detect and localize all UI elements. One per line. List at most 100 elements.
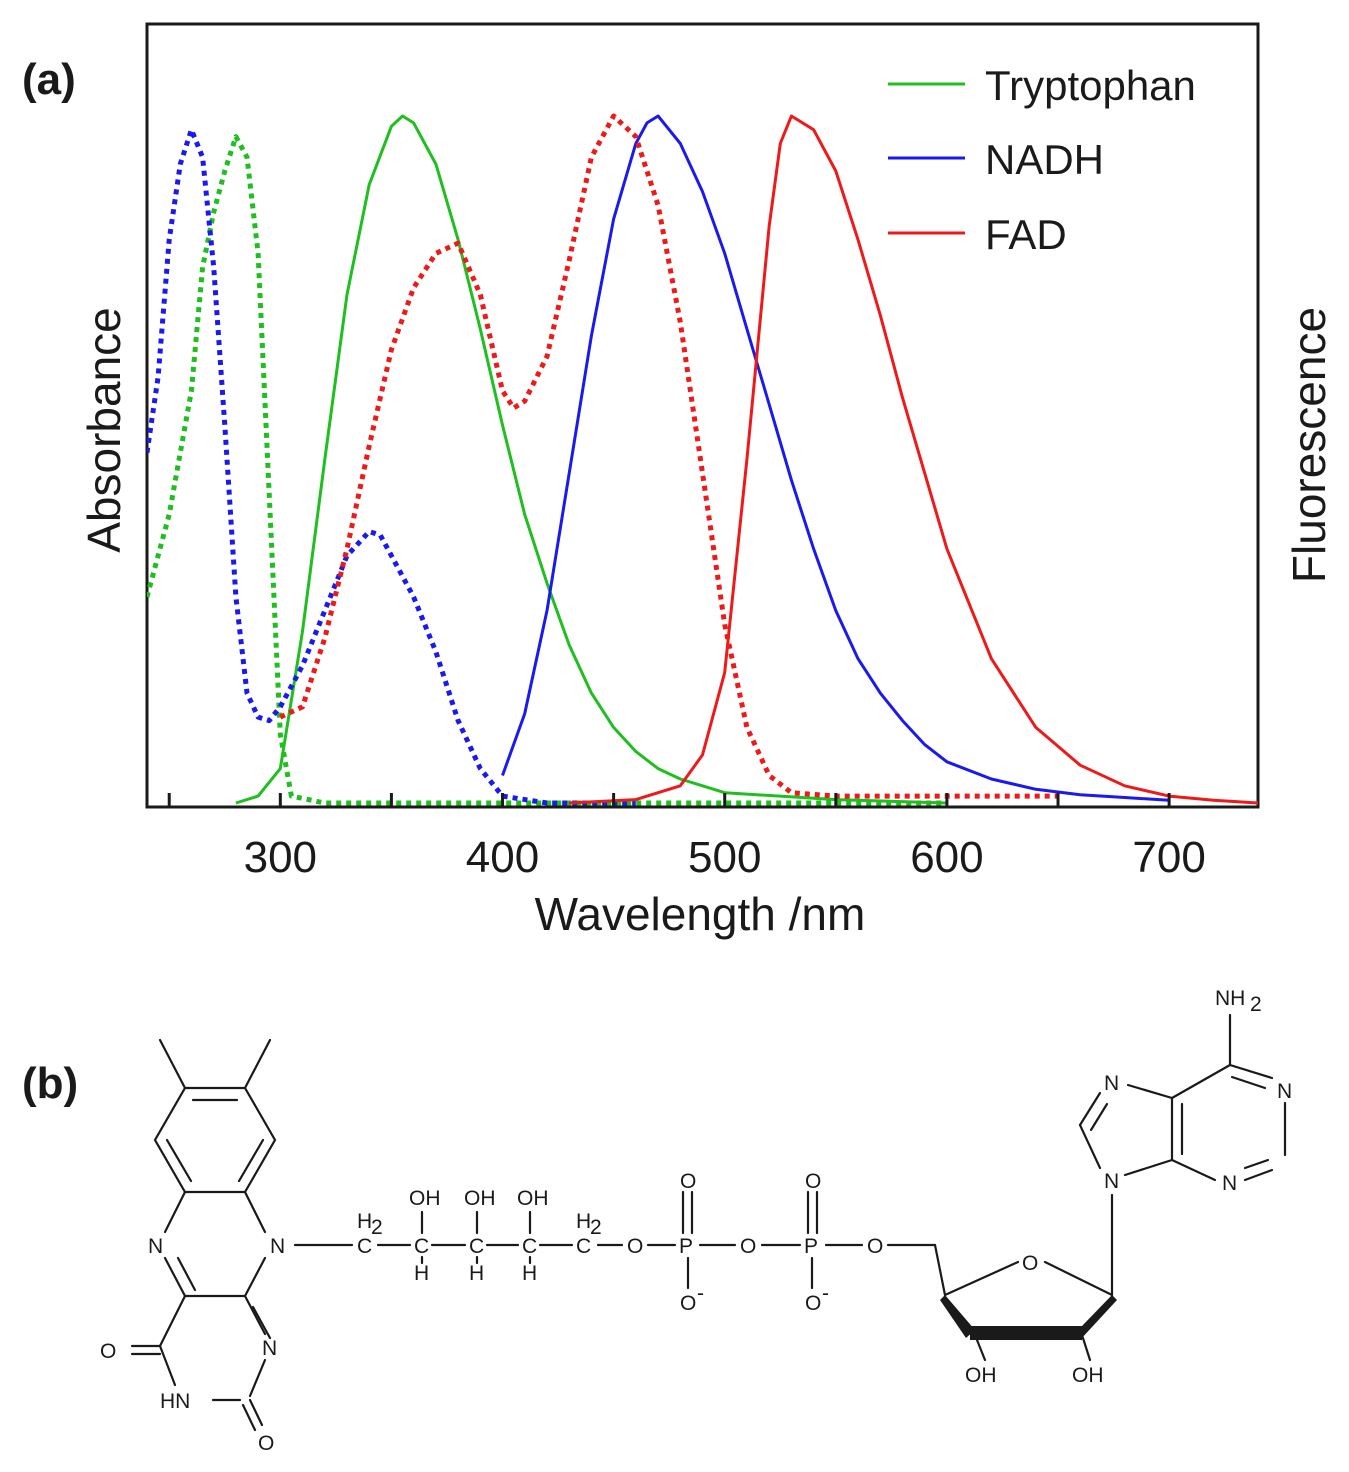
- atom-o-neg2-sup: -: [822, 1282, 829, 1305]
- bond-ade-9: [1243, 1168, 1274, 1182]
- bond-pz-5: [243, 1190, 267, 1234]
- ribose-wedge-bottom: [970, 1326, 1082, 1340]
- bond-pz-4: [243, 1256, 267, 1298]
- legend: Tryptophan NADH FAD: [888, 62, 1196, 258]
- series-tryptophan-absorbance: [147, 134, 947, 806]
- x-tick-label: 700: [1132, 833, 1205, 882]
- bond-pm-2: [243, 1294, 267, 1336]
- atom-o-link1: O: [627, 1235, 643, 1258]
- bond-pm-4: [158, 1344, 177, 1387]
- atom-n-center: N: [270, 1235, 285, 1258]
- y-axis-label-right: Fluorescence: [1283, 307, 1335, 583]
- x-tick-label: 400: [466, 833, 539, 882]
- atom-o-top2: O: [805, 1170, 821, 1193]
- legend-label-nadh: NADH: [985, 136, 1104, 183]
- atom-h2-b-sub: 2: [590, 1216, 602, 1239]
- atom-n-ade-9: N: [1104, 1170, 1119, 1193]
- x-tick-label: 600: [910, 833, 983, 882]
- series-fad-fluorescence: [569, 114, 1258, 805]
- atom-oh-3: OH: [517, 1187, 549, 1210]
- atom-o-link3: O: [867, 1235, 883, 1258]
- bond-benzene-inner-2: [237, 1138, 265, 1183]
- bond-benzene-inner-3: [165, 1138, 193, 1183]
- atom-oh-1: OH: [409, 1187, 441, 1210]
- bond-ribose-3: [1043, 1260, 1114, 1297]
- plot-frame: [145, 22, 1260, 809]
- bond-ade-10: [1170, 1158, 1217, 1182]
- bond-ade-3: [1126, 1083, 1174, 1100]
- atom-h-2: H: [469, 1262, 484, 1285]
- series-tryptophan-fluorescence: [235, 114, 947, 805]
- bond-methyl-2: [243, 1038, 272, 1090]
- atom-oh-sugar1: OH: [965, 1364, 997, 1387]
- x-ticks: [167, 793, 1171, 807]
- bond-ribose-2: [943, 1260, 1020, 1297]
- bond-ade-4: [1123, 1158, 1174, 1177]
- bond-pz-2b: [176, 1256, 197, 1292]
- x-tick-label: 500: [688, 833, 761, 882]
- atom-n-ring-lower: N: [262, 1337, 277, 1360]
- series-nadh-absorbance: [147, 127, 636, 806]
- atom-n-left: N: [148, 1235, 163, 1258]
- panel-label-b: (b): [22, 1059, 79, 1108]
- bond-sugar-oh-1: [973, 1333, 987, 1362]
- atom-c-b: C: [576, 1235, 591, 1258]
- atom-n-ade-1: N: [1277, 1080, 1292, 1103]
- bond-pm-3: [248, 1358, 267, 1398]
- atom-o-neg1: O: [680, 1292, 696, 1315]
- atom-h-3: H: [522, 1262, 537, 1285]
- bond-ade-2b: [1089, 1102, 1109, 1132]
- atom-p-2: P: [804, 1235, 818, 1258]
- series-fad-absorbance: [279, 113, 1058, 799]
- atom-nh2-sub: 2: [1250, 993, 1262, 1016]
- bond-ribose-1: [933, 1243, 947, 1297]
- atom-c-2: C: [469, 1235, 484, 1258]
- bond-co-2: [248, 1398, 264, 1427]
- atom-n-ade-3: N: [1222, 1172, 1237, 1195]
- bond-co-2b: [241, 1403, 257, 1432]
- atom-o-bottom: O: [258, 1432, 274, 1455]
- series-group: [147, 113, 1258, 806]
- atom-oh-2: OH: [464, 1187, 496, 1210]
- spectra-chart: 300 400 500 600 700 Wavelength /nm Absorbanc…: [78, 22, 1335, 940]
- bond-pm-2b: [251, 1305, 272, 1340]
- x-axis-label: Wavelength /nm: [535, 888, 866, 940]
- legend-label-fad: FAD: [985, 211, 1067, 258]
- x-tick-labels: 300 400 500 600 700: [244, 833, 1206, 882]
- atom-o-neg2: O: [805, 1292, 821, 1315]
- ring-benzene: [153, 1086, 277, 1194]
- bond-pm-1: [158, 1294, 187, 1348]
- atom-h2-b: H: [576, 1210, 591, 1233]
- bond-ade-6: [1170, 1063, 1232, 1100]
- bond-sugar-oh-2: [1080, 1333, 1092, 1362]
- x-tick-label: 300: [244, 833, 317, 882]
- atom-oh-sugar2: OH: [1072, 1364, 1104, 1387]
- legend-label-tryptophan: Tryptophan: [985, 62, 1196, 109]
- bond-pz-1: [163, 1190, 187, 1234]
- bond-ade-7b: [1230, 1075, 1267, 1090]
- bond-methyl-1: [158, 1038, 187, 1090]
- y-axis-label-left: Absorbance: [78, 307, 130, 553]
- atom-p-1: P: [679, 1235, 693, 1258]
- atom-c-a: C: [357, 1235, 372, 1258]
- atom-o-neg1-sup: -: [697, 1282, 704, 1305]
- atom-h-1: H: [414, 1262, 429, 1285]
- series-nadh-fluorescence: [501, 114, 1170, 802]
- atom-nh2: NH: [1215, 987, 1245, 1010]
- atom-n-ade-7: N: [1104, 1072, 1119, 1095]
- ribose-wedge-left: [940, 1295, 975, 1338]
- atom-o-ring: O: [1022, 1252, 1038, 1275]
- bond-ade-9b: [1243, 1158, 1270, 1170]
- bond-ade-2: [1078, 1091, 1102, 1127]
- atom-o-top1: O: [680, 1170, 696, 1193]
- bond-ade-7: [1228, 1063, 1274, 1080]
- atom-h2-a: H: [357, 1210, 372, 1233]
- bond-pz-2: [163, 1256, 187, 1298]
- ribose-wedge-right: [1080, 1295, 1117, 1340]
- panel-label-a: (a): [22, 55, 76, 104]
- atom-c-1: C: [414, 1235, 429, 1258]
- atom-c-3: C: [522, 1235, 537, 1258]
- atom-hn: HN: [160, 1390, 190, 1413]
- bond-ade-1: [1078, 1123, 1102, 1170]
